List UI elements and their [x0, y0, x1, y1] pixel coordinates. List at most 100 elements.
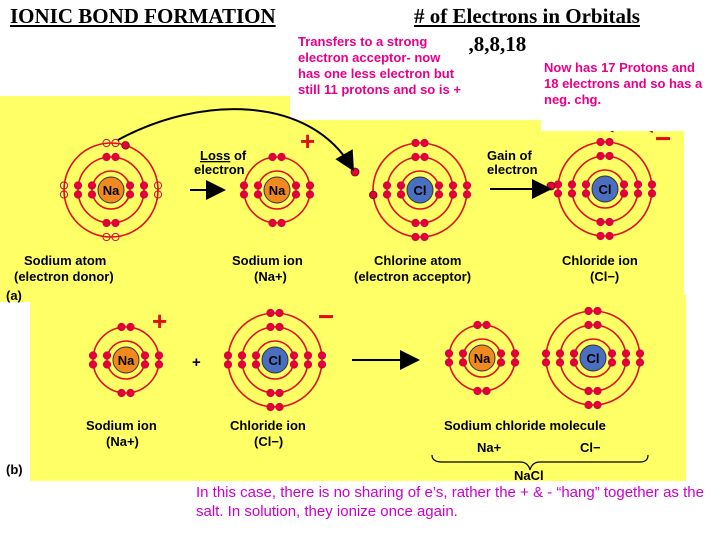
molecule-sodium-electron-pair: [473, 386, 482, 396]
sodium-atom-electron-pair: [111, 138, 120, 148]
chloride-ion-b-electron-pair: [223, 351, 233, 360]
molecule-chloride-electron-pair: [621, 358, 631, 367]
sodium-ion-label: Sodium ion: [232, 253, 303, 268]
molecule-sodium-electron-pair: [482, 386, 491, 396]
sodium-ion-b-nucleus: [112, 346, 140, 374]
chlorine-atom-electron-pair: [462, 181, 472, 190]
sodium-atom-orbit-3: [63, 142, 159, 238]
chloride-ion-a-electron-pair: [633, 180, 643, 189]
sodium-ion-label-b: Sodium ion: [86, 418, 157, 433]
sodium-ion-a-electron-pair: [277, 152, 286, 162]
panel-b-label: (b): [6, 462, 23, 477]
molecule-sodium-nucleus: [468, 344, 496, 372]
sodium-atom-nucleus-symbol: Na: [103, 183, 120, 198]
molecule-chloride-nucleus: [579, 344, 607, 372]
sodium-ion-b-electron-pair: [88, 351, 98, 360]
molecule-sodium-orbit-2: [448, 324, 516, 392]
chloride-ion-a-nucleus-symbol: Cl: [599, 182, 612, 197]
molecule-sodium-electron-pair: [510, 358, 520, 367]
molecule-chloride-orbit-3: [545, 310, 641, 406]
sodium-ion-b-electron-pair: [126, 322, 135, 332]
sodium-ion-a-electron-pair: [253, 190, 263, 199]
sodium-atom-electron-pair: [139, 190, 149, 199]
chloride-ion-b-electron-pair: [266, 402, 275, 412]
sodium-ion-sublabel-b: (Na+): [106, 434, 139, 449]
charge-plus-b: +: [152, 306, 167, 336]
molecule-chloride-electron-pair: [584, 306, 593, 316]
panel-b-background: [30, 295, 686, 481]
sodium-atom-orbit-1: [91, 170, 131, 210]
molecule-sodium-electron-pair: [444, 358, 454, 367]
chloride-ion-b-nucleus: [261, 346, 289, 374]
chloride-ion-a-orbit-3: [557, 141, 653, 237]
chloride-ion-b-electron-pair: [237, 360, 247, 369]
sodium-atom-label: Sodium atom: [24, 253, 106, 268]
loss-label-electron: electron: [194, 162, 245, 177]
title-electrons-orbitals: # of Electrons in Orbitals: [414, 4, 640, 28]
orbital-configuration: 2,8,8,18: [458, 32, 527, 56]
chlorine-atom-electron-pair: [434, 181, 444, 190]
sodium-atom-electron-pair: [59, 181, 69, 190]
chloride-ion-b-electron-pair: [275, 322, 284, 332]
chloride-ion-a-electron-pair: [619, 180, 629, 189]
chloride-ion-a-electron-pair: [596, 137, 605, 147]
sodium-ion-a-electron-pair: [305, 181, 315, 190]
molecule-sodium-electron-pair: [444, 349, 454, 358]
molecule-brace: [431, 454, 649, 471]
transferred-electron: [350, 167, 360, 177]
chlorine-atom-electron-pair: [396, 190, 406, 199]
chloride-ion-b-electron-pair: [266, 388, 275, 398]
transfer-arrow: [117, 108, 354, 172]
chlorine-atom-electron-pair: [434, 190, 444, 199]
chloride-ion-a-electron-pair: [596, 151, 605, 161]
molecule-chloride-electron-pair: [584, 400, 593, 410]
cl-ion-label: Cl−: [580, 440, 601, 455]
sodium-atom-electron-pair: [102, 138, 111, 148]
sodium-ion-a-electron-pair: [239, 181, 249, 190]
sodium-atom-electron-pair: [73, 181, 83, 190]
molecule-chloride-electron-pair: [621, 349, 631, 358]
molecule-chloride-electron-pair: [584, 320, 593, 330]
sodium-ion-b-electron-pair: [117, 322, 126, 332]
chloride-ion-a-electron-pair: [553, 189, 563, 198]
molecule-sodium-electron-pair: [458, 349, 468, 358]
charge-plus-sodium-ion: +: [300, 126, 315, 156]
chloride-ion-b-electron-pair: [289, 360, 299, 369]
sodium-ion-b-orbit-2: [92, 326, 160, 394]
chloride-ion-b-nucleus-symbol: Cl: [269, 353, 282, 368]
sodium-ion-a-nucleus-symbol: Na: [269, 183, 286, 198]
sodium-ion-b-electron-pair: [102, 351, 112, 360]
sodium-ion-b-electron-pair: [126, 388, 135, 398]
na-ion-label: Na+: [477, 440, 502, 455]
formula-label: NaCl: [514, 468, 544, 483]
chloride-ion-b-electron-pair: [275, 308, 284, 318]
molecule-chloride-electron-pair: [555, 358, 565, 367]
sodium-ion-sublabel: (Na+): [254, 269, 287, 284]
chlorine-atom-electron-pair: [420, 232, 429, 242]
sodium-atom-electron-pair: [102, 152, 111, 162]
sodium-atom-electron-pair: [125, 190, 135, 199]
sodium-ion-b-electron-pair: [88, 360, 98, 369]
chloride-ion-b-electron-pair: [251, 351, 261, 360]
molecule-chloride-electron-pair: [607, 358, 617, 367]
chloride-ion-b-electron-pair: [275, 402, 284, 412]
plus-sign-b: +: [192, 354, 201, 371]
molecule-chloride-nucleus-symbol: Cl: [587, 351, 600, 366]
sodium-atom-electron-pair: [102, 232, 111, 242]
chloride-ion-a-electron-pair: [567, 180, 577, 189]
note-transfer: Transfers to a strong electron acceptor-…: [295, 34, 469, 98]
chloride-ion-b-electron-pair: [289, 351, 299, 360]
chloride-ion-a-nucleus: [591, 175, 619, 203]
chloride-ion-label-b: Chloride ion: [230, 418, 306, 433]
molecule-sodium-electron-pair: [473, 320, 482, 330]
sodium-atom-electron-pair: [87, 190, 97, 199]
chloride-ion-b-electron-pair: [303, 360, 313, 369]
molecule-sodium-electron-pair: [482, 320, 491, 330]
gain-label-electron: electron: [487, 162, 538, 177]
molecule-chloride-electron-pair: [635, 358, 645, 367]
chlorine-atom-electron-pair: [420, 138, 429, 148]
panel-a-label: (a): [6, 288, 22, 303]
chloride-ion-a-electron-pair: [605, 151, 614, 161]
molecule-chloride-electron-pair: [635, 349, 645, 358]
